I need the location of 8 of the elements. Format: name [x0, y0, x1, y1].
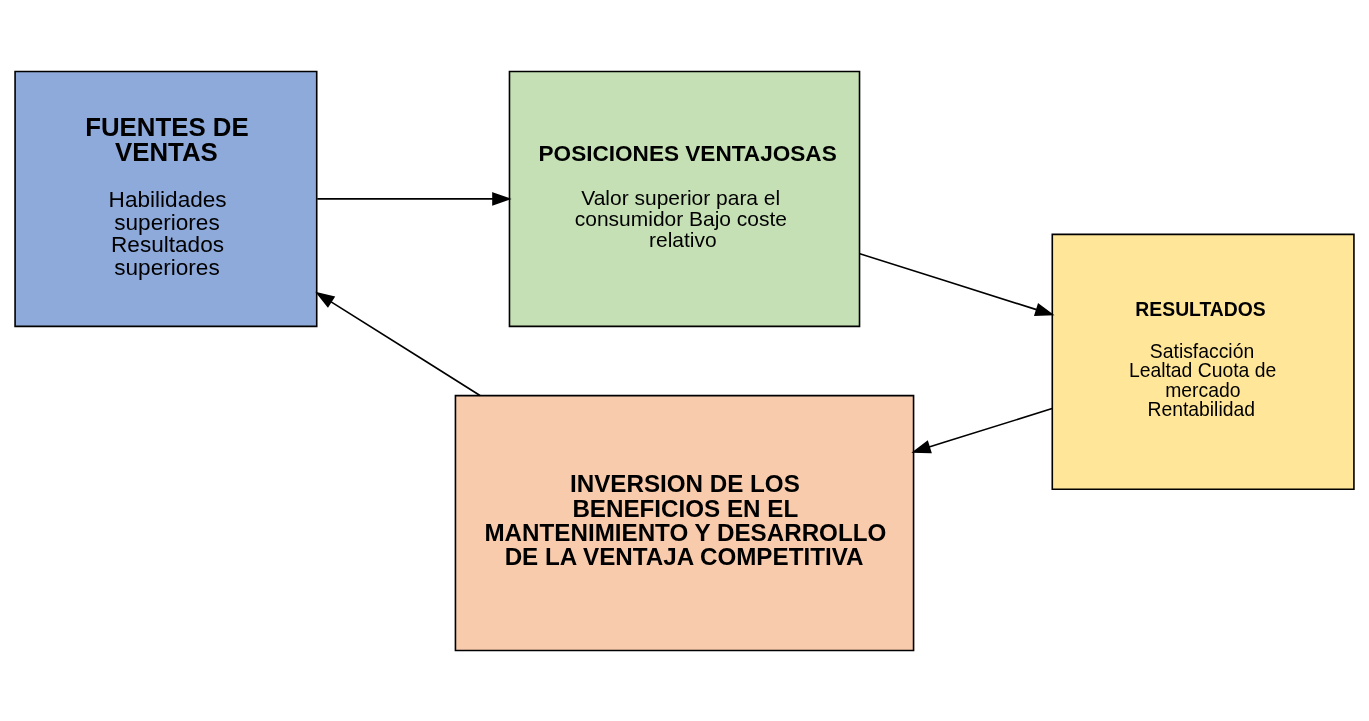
node-box: FUENTES DE VENTAS Habilidades superiores Resultados superiores — [14, 70, 318, 327]
node-box: POSICIONES VENTAJOSAS Valor superior para el consumidor Bajo coste relativo — [508, 70, 861, 327]
arrow — [316, 191, 512, 206]
node-box: INVERSION DE LOS BENEFICIOS EN EL MANTENIMIENTO Y DESARROLLO DE LA VENTAJA COMPETITIVA — [454, 394, 915, 651]
arrow — [859, 252, 1055, 316]
arrow — [315, 291, 481, 396]
node-box: RESULTADOS Satisfacción Lealtad Cuota de mercado Rentabilidad — [1051, 233, 1355, 490]
arrow — [911, 407, 1053, 453]
